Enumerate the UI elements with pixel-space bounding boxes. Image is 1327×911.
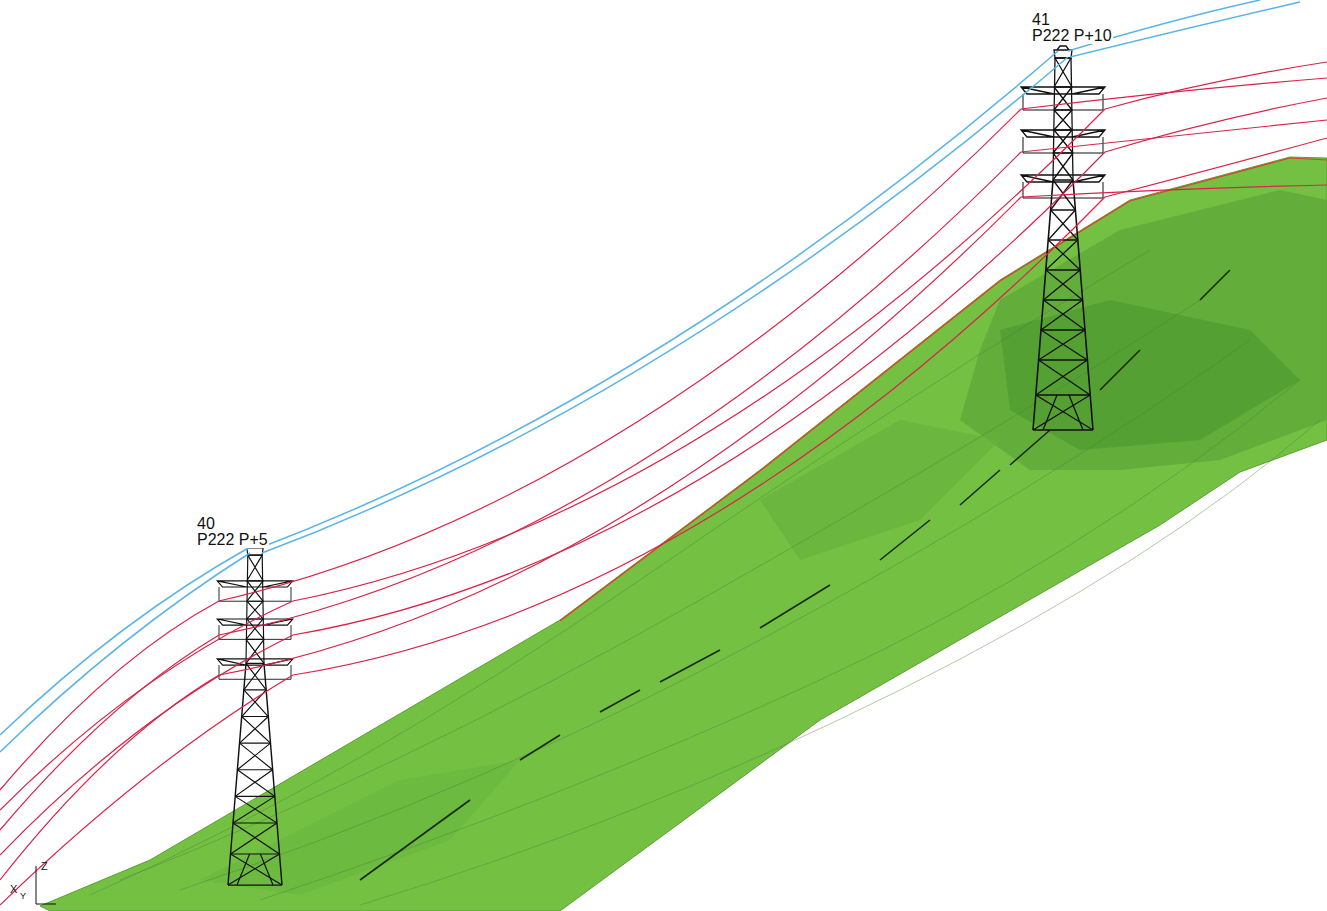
phase-conductors: [0, 62, 1327, 905]
axis-label: Y: [19, 892, 27, 901]
tower-number: 40: [196, 516, 216, 532]
earth-wires: [0, 0, 1300, 752]
tower-number: 41: [1031, 12, 1051, 28]
tower-name: P222 P+5: [196, 532, 269, 548]
axis-label: X: [9, 884, 18, 895]
tower-name: P222 P+10: [1031, 28, 1113, 44]
axis-label: Z: [40, 861, 49, 872]
tower-40: [217, 544, 293, 885]
terrain: [40, 157, 1327, 911]
